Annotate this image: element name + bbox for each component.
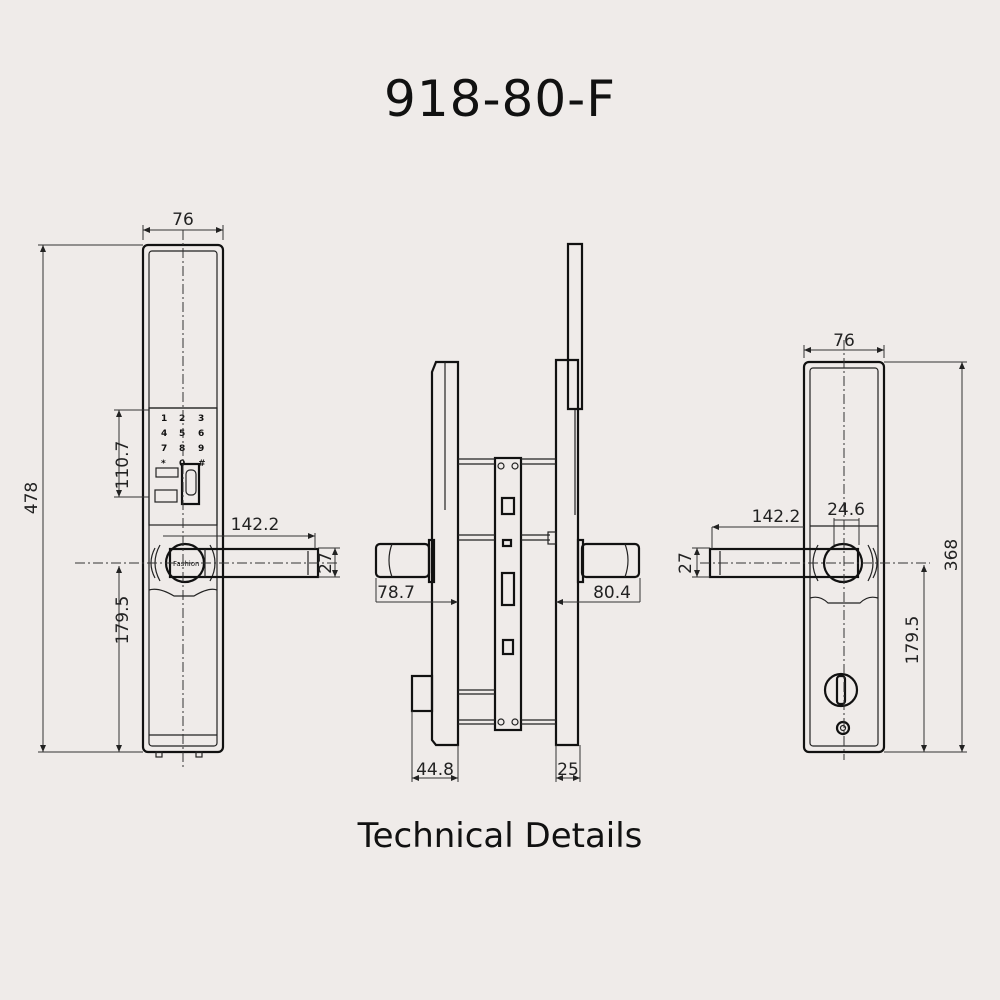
dim-back-handle-thickness: 27 — [676, 552, 696, 574]
side-view: 78.7 80.4 44.8 25 — [374, 242, 641, 782]
key-hash: # — [198, 459, 206, 469]
dim-outer-body-depth: 44.8 — [416, 760, 454, 780]
battery-cover — [566, 242, 584, 411]
dim-front-spindle-bottom: 179.5 — [113, 596, 133, 645]
deadbolt — [500, 571, 516, 607]
dim-back-spindle-bottom: 179.5 — [903, 616, 923, 665]
dim-back-height: 368 — [942, 539, 962, 571]
latch-bolt — [500, 496, 516, 516]
dim-front-height: 478 — [22, 482, 42, 514]
dim-inner-body-depth: 25 — [557, 760, 579, 780]
key-8: 8 — [179, 444, 185, 454]
inner-body — [554, 358, 580, 747]
key-star: * — [161, 459, 166, 469]
dim-back-handle-length: 142.2 — [752, 507, 801, 527]
front-view: 1 2 3 4 5 6 7 8 9 * 0 # Fashion 76 — [22, 210, 340, 770]
dim-outer-handle-projection: 78.7 — [377, 583, 415, 603]
handle-logo: Fashion — [173, 560, 199, 568]
key-1: 1 — [161, 414, 167, 424]
back-view: 76 368 24.6 142.2 27 179.5 — [676, 331, 967, 760]
fingerprint-sensor-icon — [180, 462, 201, 506]
outer-handle-side — [374, 542, 431, 579]
key-cylinder-icon — [835, 720, 851, 736]
dim-front-width: 76 — [172, 210, 194, 230]
dim-rosette-width: 24.6 — [827, 500, 865, 520]
caption: Technical Details — [357, 816, 643, 856]
key-6: 6 — [198, 429, 204, 439]
key-4: 4 — [161, 429, 167, 439]
inner-handle-side — [580, 542, 641, 579]
dim-front-handle-length: 142.2 — [231, 515, 280, 535]
outer-knob — [410, 674, 434, 713]
key-2: 2 — [179, 414, 185, 424]
dim-front-handle-thickness: 27 — [316, 552, 336, 574]
dim-keypad-height: 110.7 — [113, 441, 133, 490]
key-3: 3 — [198, 414, 204, 424]
thumb-turn — [823, 672, 859, 708]
dim-inner-handle-projection: 80.4 — [593, 583, 631, 603]
model-title: 918-80-F — [384, 70, 616, 128]
key-5: 5 — [179, 429, 185, 439]
dim-back-width: 76 — [833, 331, 855, 351]
key-9: 9 — [198, 444, 204, 454]
key-7: 7 — [161, 444, 167, 454]
mortise-faceplate — [493, 456, 523, 732]
